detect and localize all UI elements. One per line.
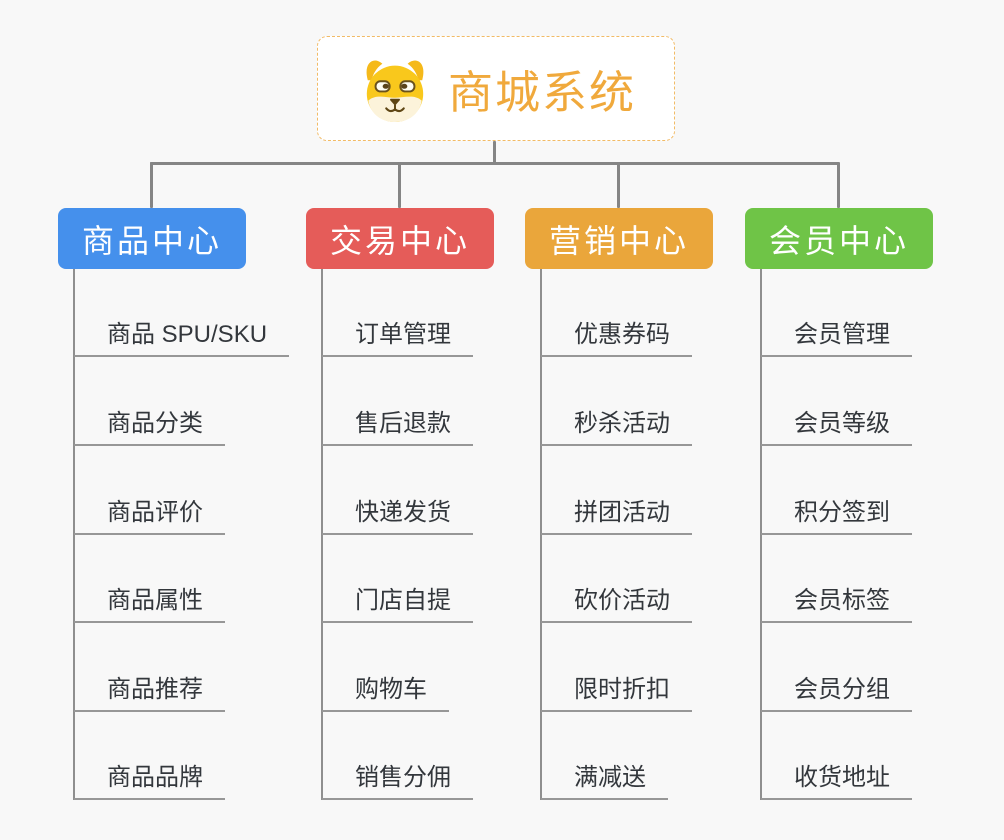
branch-node-members[interactable]: 会员中心 — [745, 208, 933, 269]
branch-label: 商品中心 — [81, 222, 222, 259]
item-node[interactable]: 商品品牌 — [74, 763, 225, 800]
branch-node-products[interactable]: 商品中心 — [58, 208, 246, 269]
branch-marketing: 营销中心 优惠券码 秒杀活动 拼团活动 砍价活动 限时折扣 满减送 — [525, 208, 785, 808]
root-title: 商城系统 — [447, 67, 636, 118]
connector-drop-marketing — [617, 162, 620, 208]
connector-drop-products — [150, 162, 153, 208]
branch-node-trade[interactable]: 交易中心 — [306, 208, 494, 269]
item-node[interactable]: 商品评价 — [74, 498, 225, 535]
item-node[interactable]: 售后退款 — [322, 409, 473, 446]
item-node[interactable]: 商品 SPU/SKU — [74, 320, 290, 357]
item-node[interactable]: 拼团活动 — [541, 498, 692, 535]
branch-node-marketing[interactable]: 营销中心 — [525, 208, 713, 269]
item-node[interactable]: 商品属性 — [74, 586, 225, 623]
item-node[interactable]: 快递发货 — [322, 498, 473, 535]
item-node[interactable]: 收货地址 — [761, 763, 912, 800]
connector-horizontal-bus — [150, 162, 839, 165]
branch-label: 交易中心 — [329, 222, 470, 259]
branch-trade: 交易中心 订单管理 售后退款 快递发货 门店自提 购物车 销售分佣 — [306, 208, 566, 808]
dog-face-icon — [366, 60, 424, 122]
branch-label: 会员中心 — [768, 222, 909, 259]
item-node[interactable]: 优惠券码 — [541, 320, 692, 357]
connector-root-stem — [493, 141, 496, 164]
item-node[interactable]: 会员等级 — [761, 409, 912, 446]
item-node[interactable]: 商品分类 — [74, 409, 225, 446]
item-node[interactable]: 商品推荐 — [74, 675, 225, 712]
item-node[interactable]: 限时折扣 — [541, 675, 692, 712]
item-node[interactable]: 秒杀活动 — [541, 409, 692, 446]
item-node[interactable]: 积分签到 — [761, 498, 912, 535]
item-node[interactable]: 会员标签 — [761, 586, 912, 623]
branch-products: 商品中心 商品 SPU/SKU 商品分类 商品评价 商品属性 商品推荐 商品品牌 — [58, 208, 318, 808]
branch-label: 营销中心 — [548, 222, 689, 259]
item-node[interactable]: 订单管理 — [322, 320, 473, 357]
item-node[interactable]: 会员管理 — [761, 320, 912, 357]
item-node[interactable]: 购物车 — [322, 675, 449, 712]
connector-drop-trade — [398, 162, 401, 208]
item-node[interactable]: 砍价活动 — [541, 586, 692, 623]
item-node[interactable]: 门店自提 — [322, 586, 473, 623]
root-node-mall-system[interactable]: 商城系统 — [317, 36, 675, 141]
item-node[interactable]: 会员分组 — [761, 675, 912, 712]
item-node[interactable]: 满减送 — [541, 763, 668, 800]
item-node[interactable]: 销售分佣 — [322, 763, 473, 800]
connector-drop-members — [837, 162, 840, 208]
branch-members: 会员中心 会员管理 会员等级 积分签到 会员标签 会员分组 收货地址 — [745, 208, 1004, 808]
